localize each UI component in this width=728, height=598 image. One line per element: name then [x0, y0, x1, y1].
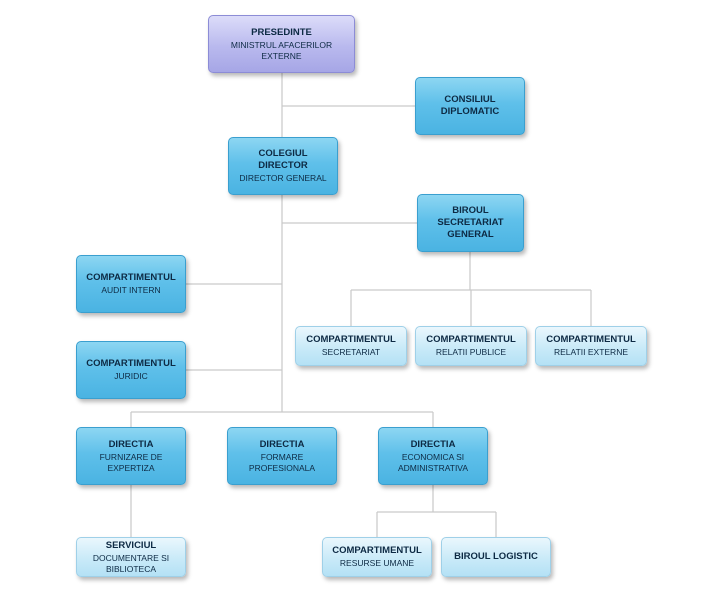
node-subtitle: RELATII PUBLICE: [435, 347, 507, 357]
node-compartimentul-relatii-externe: COMPARTIMENTUL RELATII EXTERNE: [535, 326, 647, 366]
node-compartimentul-secretariat: COMPARTIMENTUL SECRETARIAT: [295, 326, 407, 366]
node-subtitle: DOCUMENTARE SI BIBLIOTECA: [92, 552, 170, 574]
node-title: PRESEDINTE: [251, 26, 312, 38]
node-subtitle: RELATII EXTERNE: [554, 347, 628, 357]
node-subtitle: AUDIT INTERN: [101, 285, 161, 295]
node-subtitle: JURIDIC: [114, 371, 148, 381]
node-title: COMPARTIMENTUL: [86, 358, 176, 369]
node-subtitle: FORMARE PROFESIONALA: [248, 451, 316, 473]
node-directia-economica-administrativa: DIRECTIA ECONOMICA SI ADMINISTRATIVA: [378, 427, 488, 485]
node-subtitle: DIRECTOR GENERAL: [239, 173, 327, 183]
node-compartimentul-relatii-publice: COMPARTIMENTUL RELATII PUBLICE: [415, 326, 527, 366]
node-subtitle: RESURSE UMANE: [339, 558, 415, 568]
node-serviciul-documentare: SERVICIUL DOCUMENTARE SI BIBLIOTECA: [76, 537, 186, 577]
node-title: COMPARTIMENTUL: [86, 272, 176, 283]
node-title: COMPARTIMENTUL: [546, 334, 636, 345]
node-subtitle: FURNIZARE DE EXPERTIZA: [99, 451, 163, 473]
node-colegiul-director: COLEGIUL DIRECTOR DIRECTOR GENERAL: [228, 137, 338, 195]
node-directia-furnizare-expertiza: DIRECTIA FURNIZARE DE EXPERTIZA: [76, 427, 186, 485]
node-biroul-logistic: BIROUL LOGISTIC: [441, 537, 551, 577]
node-title: COMPARTIMENTUL: [306, 334, 396, 345]
node-presedinte: PRESEDINTE MINISTRUL AFACERILOR EXTERNE: [208, 15, 355, 73]
node-compartimentul-resurse-umane: COMPARTIMENTUL RESURSE UMANE: [322, 537, 432, 577]
node-biroul-secretariat-general: BIROUL SECRETARIAT GENERAL: [417, 194, 524, 252]
node-title: DIRECTIA: [108, 438, 154, 450]
node-title: BIROUL SECRETARIAT GENERAL: [437, 205, 504, 240]
node-subtitle: SECRETARIAT: [321, 347, 381, 357]
node-title: DIRECTIA: [410, 438, 456, 450]
node-title: DIRECTIA: [259, 438, 305, 450]
node-title: SERVICIUL: [105, 539, 157, 551]
node-subtitle: MINISTRUL AFACERILOR EXTERNE: [230, 39, 333, 61]
node-subtitle: ECONOMICA SI ADMINISTRATIVA: [397, 451, 469, 473]
node-title: COMPARTIMENTUL: [426, 334, 516, 345]
node-title: COMPARTIMENTUL: [332, 545, 422, 556]
node-title: COLEGIUL DIRECTOR: [258, 148, 308, 171]
node-title: BIROUL LOGISTIC: [454, 551, 538, 562]
node-title: CONSILIUL DIPLOMATIC: [440, 94, 500, 117]
node-directia-formare-profesionala: DIRECTIA FORMARE PROFESIONALA: [227, 427, 337, 485]
node-compartimentul-juridic: COMPARTIMENTUL JURIDIC: [76, 341, 186, 399]
node-compartimentul-audit-intern: COMPARTIMENTUL AUDIT INTERN: [76, 255, 186, 313]
node-consiliul-diplomatic: CONSILIUL DIPLOMATIC: [415, 77, 525, 135]
